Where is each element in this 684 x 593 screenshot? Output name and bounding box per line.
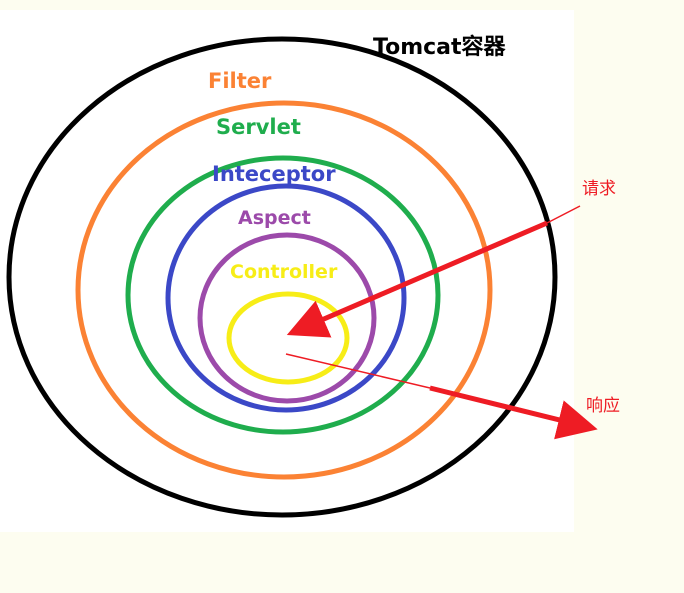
aspect-ring xyxy=(197,232,377,404)
interceptor-ring xyxy=(165,183,407,413)
tomcat-container-ring xyxy=(6,36,558,518)
response-arrow-tail xyxy=(285,353,431,389)
controller-label: Controller xyxy=(230,261,338,283)
filter-label: Filter xyxy=(208,69,272,93)
servlet-label: Servlet xyxy=(216,115,301,139)
tomcat-title: Tomcat容器 xyxy=(373,34,507,60)
servlet-ring xyxy=(125,155,441,435)
response-label: 响应 xyxy=(586,396,620,416)
aspect-label: Aspect xyxy=(238,207,311,229)
response-arrow xyxy=(429,385,598,440)
interceptor-label: Inteceptor xyxy=(212,162,336,186)
request-arrow xyxy=(286,220,548,338)
request-label: 请求 xyxy=(582,179,616,199)
filter-ring xyxy=(75,100,493,480)
controller-ring xyxy=(226,291,350,385)
request-arrow-tail xyxy=(546,205,581,224)
